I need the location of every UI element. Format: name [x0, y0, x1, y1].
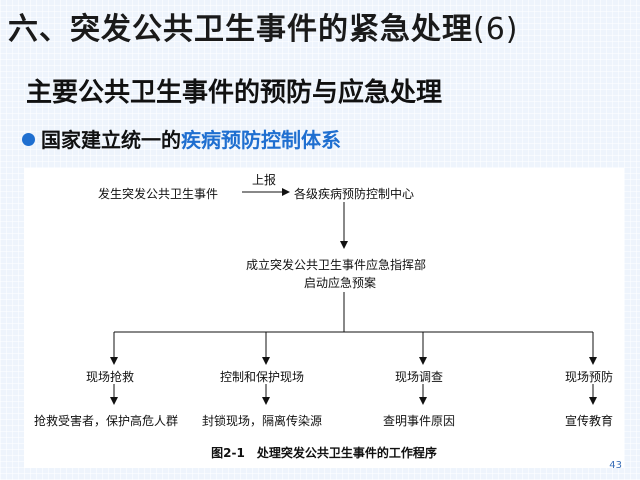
slide-title: 六、突发公共卫生事件的紧急处理(6) — [8, 4, 632, 48]
title-main: 六、突发公共卫生事件的紧急处理 — [8, 12, 473, 47]
node-hq-line2: 启动应急预案 — [304, 276, 377, 290]
report-label: 上报 — [252, 173, 277, 187]
flowchart-connectors — [110, 188, 597, 405]
branch-detail-3: 查明事件原因 — [383, 414, 456, 428]
slide-subtitle: 主要公共卫生事件的预防与应急处理 — [26, 78, 443, 108]
bullet-item: 国家建立统一的疾病预防控制体系 — [22, 124, 341, 153]
branch-head-1: 现场抢救 — [86, 370, 135, 384]
branch-head-4: 现场预防 — [565, 370, 614, 384]
branch-detail-2: 封锁现场，隔离传染源 — [202, 414, 323, 428]
node-hq-line1: 成立突发公共卫生事件应急指挥部 — [246, 258, 427, 272]
branch-head-3: 现场调查 — [395, 370, 444, 384]
bullet-prefix: 国家建立统一的 — [41, 128, 181, 152]
node-cdc-center: 各级疾病预防控制中心 — [294, 187, 415, 201]
branch-head-2: 控制和保护现场 — [220, 370, 305, 384]
flowchart-figure: 发生突发公共卫生事件 上报 各级疾病预防控制中心 成立突发公共卫生事件应急指挥部… — [24, 168, 624, 468]
node-start: 发生突发公共卫生事件 — [98, 187, 219, 201]
figure-caption: 图2-1 处理突发公共卫生事件的工作程序 — [211, 446, 437, 460]
bullet-highlight: 疾病预防控制体系 — [181, 128, 341, 152]
branch-detail-1: 抢救受害者，保护高危人群 — [34, 414, 179, 428]
bullet-dot-icon — [22, 133, 35, 146]
page-number: 43 — [609, 460, 622, 471]
branch-detail-4: 宣传教育 — [565, 414, 614, 428]
title-number: (6) — [473, 12, 519, 47]
